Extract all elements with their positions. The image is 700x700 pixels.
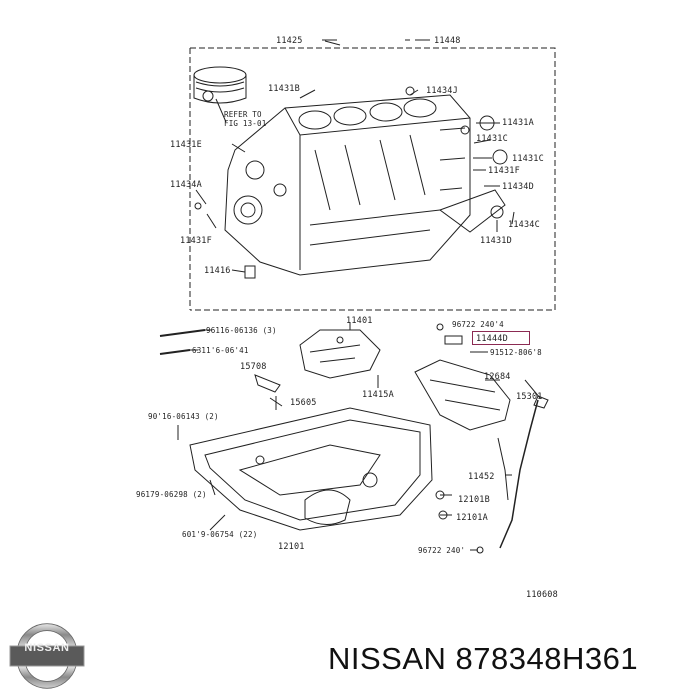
part-label: 11431A	[502, 118, 534, 128]
part-label: 11431E	[170, 140, 202, 150]
part-label: 6311'6-06'41	[192, 346, 249, 355]
part-label: 11415A	[362, 390, 394, 400]
part-label: 96116-06136 (3)	[206, 326, 277, 335]
strainer-drawing	[414, 359, 511, 431]
part-label: 12101B	[458, 495, 490, 505]
part-label: 11434J	[426, 86, 458, 96]
piston-drawing	[193, 66, 247, 123]
frame-dashed	[190, 47, 556, 311]
part-label: 96179-06298 (2)	[136, 490, 207, 499]
part-label: 11434A	[170, 180, 202, 190]
part-label: 90'16-06143 (2)	[148, 412, 219, 421]
logo-wordmark: NISSAN	[24, 642, 70, 654]
cover-drawing	[299, 329, 381, 379]
part-label: 91512-806'8	[490, 348, 542, 357]
part-label: 11452	[468, 472, 495, 482]
part-label: 11425	[276, 36, 303, 46]
part-label: 11431F	[180, 236, 212, 246]
part-label: 15605	[290, 398, 317, 408]
highlighted-part-box	[472, 331, 530, 345]
part-label: 15301	[516, 392, 543, 402]
part-label: 96722 240'4	[452, 320, 504, 329]
part-label: 12101A	[456, 513, 488, 523]
part-label: 11434C	[508, 220, 540, 230]
part-label: 11434D	[502, 182, 534, 192]
part-label: 11431C	[476, 134, 508, 144]
part-label: 11431F	[488, 166, 520, 176]
part-label: 12684	[484, 372, 511, 382]
part-label: 15708	[240, 362, 267, 372]
reference-note: REFER TO	[224, 110, 262, 119]
reference-note: FIG 13-01	[224, 119, 267, 128]
highlighted-part-label: 11444D	[476, 334, 508, 344]
diagram-number: 110608	[526, 590, 558, 600]
part-label: 11448	[434, 36, 461, 46]
part-label: 601'9-06754 (22)	[182, 530, 258, 539]
nissan-logo-icon	[9, 623, 85, 689]
part-label: 11431D	[480, 236, 512, 246]
part-number-title: NISSAN 878348H361	[328, 641, 639, 676]
part-label: 11416	[204, 266, 231, 276]
engine-block-drawing	[224, 94, 471, 276]
part-label: 11431B	[268, 84, 300, 94]
part-label: 96722 240'	[418, 546, 466, 555]
part-label: 11401	[346, 316, 373, 326]
bracket-drawing	[438, 189, 506, 233]
oil-pan-drawing	[189, 407, 433, 531]
part-label: 12101	[278, 542, 305, 552]
part-label: 11431C	[512, 154, 544, 164]
